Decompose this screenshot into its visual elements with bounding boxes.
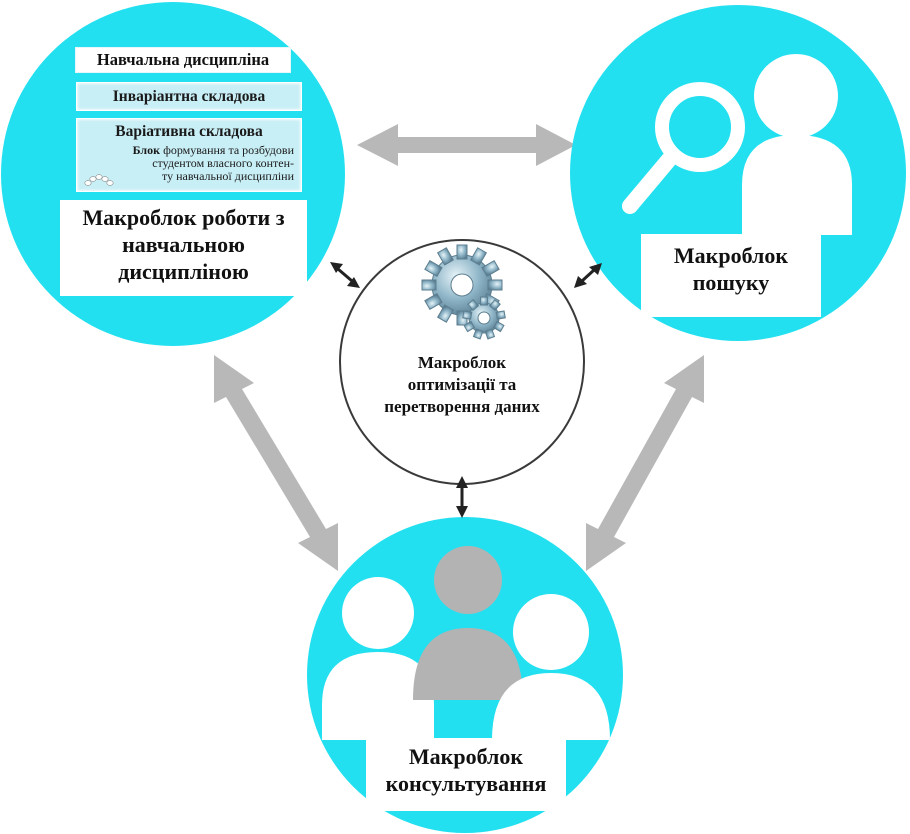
block-line-2: студентом власного контен- xyxy=(152,156,294,170)
work-label-line-1: Макроблок роботи з xyxy=(82,205,285,230)
block-line-1: формування та розбудови xyxy=(160,143,294,157)
search-label-line-1: Макроблок xyxy=(673,243,789,268)
dark-arrow-search-center xyxy=(574,263,602,288)
block-word: Блок xyxy=(132,143,161,157)
dark-arrow-work-center xyxy=(330,262,360,288)
consult-label-line-2: консультування xyxy=(385,770,547,796)
work-macroblock-label: Макроблок роботи з навчальною дисципліно… xyxy=(60,200,307,296)
optimization-label-line-1: Макроблок xyxy=(417,353,507,372)
petal-ornament-icon xyxy=(84,174,114,186)
work-label-line-2: навчальною xyxy=(122,231,245,257)
optimization-label-line-3: перетворення даних xyxy=(384,396,540,416)
consult-macroblock-label: Макроблок консультування xyxy=(366,738,566,811)
discipline-title: Навчальна дисципліна xyxy=(75,47,291,73)
grey-arrow-work-search xyxy=(357,124,576,166)
search-macroblock-label: Макроблок пошуку xyxy=(641,234,821,317)
variative-component-title: Варіативна складова xyxy=(115,123,263,140)
grey-arrow-work-consult xyxy=(214,355,338,571)
people-group-icon xyxy=(322,546,610,740)
grey-arrow-search-consult xyxy=(586,355,704,571)
optimization-macroblock-label: Макроблок оптимізації та перетворення да… xyxy=(348,352,576,417)
gears-icon xyxy=(421,244,506,340)
work-label-line-3: дисципліною xyxy=(118,258,249,284)
variative-component-strip: Варіативна складова Блок формування та р… xyxy=(76,118,302,192)
block-description: Блок формування та розбудови студентом в… xyxy=(89,144,294,183)
invariant-component-strip: Інваріантна складова xyxy=(76,82,302,111)
magnifier-person-icon xyxy=(622,54,852,235)
dark-arrow-center-consult xyxy=(456,476,468,518)
consult-label-line-1: Макроблок xyxy=(408,744,524,769)
optimization-label-line-2: оптимізації та xyxy=(407,374,517,394)
block-line-3: ту навчальної дисципліни xyxy=(161,169,294,183)
search-label-line-2: пошуку xyxy=(692,269,770,295)
